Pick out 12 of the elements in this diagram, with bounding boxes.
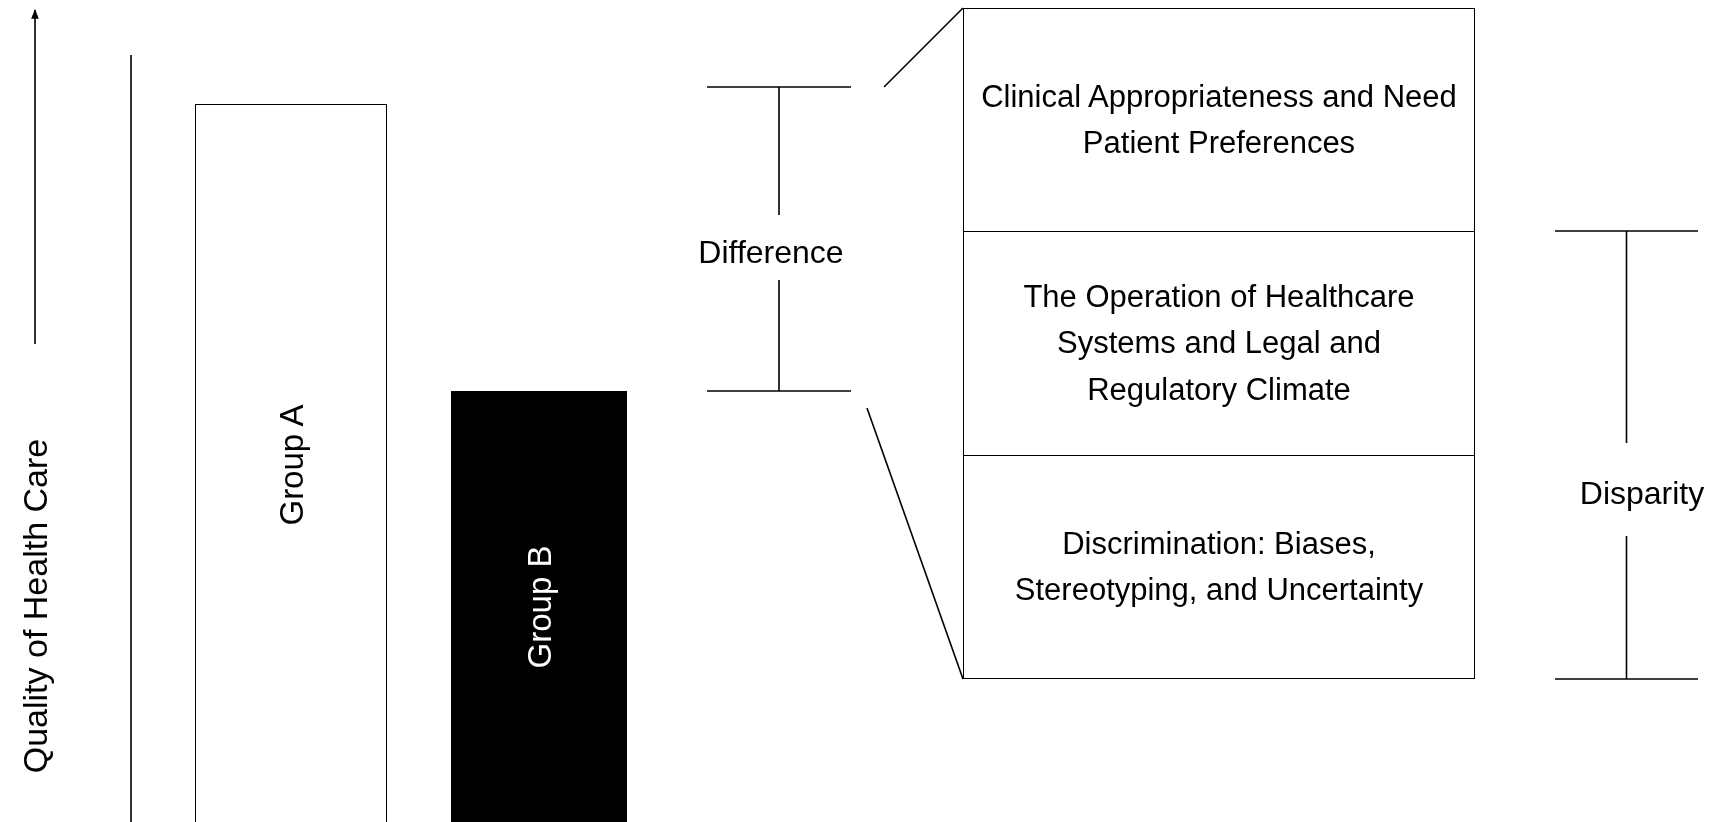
factor-box: [963, 231, 1475, 456]
factor-box: [963, 8, 1475, 232]
bar: [451, 391, 627, 822]
factor-text: Clinical Appropriateness and Need: [981, 77, 1457, 116]
axis-title: Quality of Health Care: [15, 438, 55, 774]
factor-box: [963, 455, 1475, 679]
factor-text: The Operation of Healthcare Systems and Legal and Regulatory Climate: [1022, 277, 1416, 409]
bar: [195, 104, 387, 822]
bar-label: Group B: [521, 545, 559, 669]
factor-text: Patient Preferences: [1082, 124, 1356, 162]
bar-label: Group A: [273, 404, 311, 526]
factor-text: Discrimination: Biases, Stereotyping, and Uncertainty: [1013, 524, 1425, 609]
